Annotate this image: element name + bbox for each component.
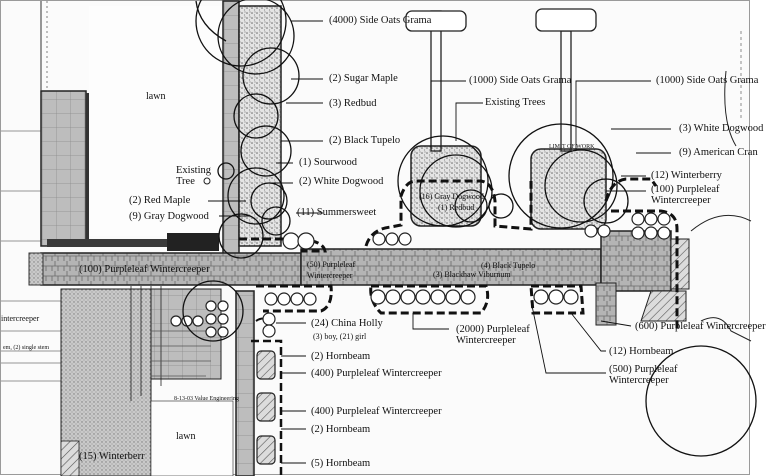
label-purpleleaf-400-a: (400) Purpleleaf Wintercreeper [311, 368, 442, 379]
label-blackhaw-viburnum: (3) Blackhaw Viburnum [433, 270, 511, 279]
label-purpleleaf-2000: (2000) Purpleleaf Wintercreeper [456, 324, 530, 346]
label-existing-trees: Existing Trees [485, 97, 546, 108]
label-side-oats-4000: (4000) Side Oats Grama [329, 15, 432, 26]
label-gray-dogwood-16: (16) Gray Dogwood [419, 192, 484, 201]
label-black-tupelo-4: (4) Black Tupelo [481, 261, 536, 270]
label-sugar-maple: (2) Sugar Maple [329, 73, 398, 84]
label-wintercreeper-left: intercreeper [1, 314, 40, 323]
label-american-cranberry: (9) American Cran [679, 147, 758, 158]
label-white-dogwood-2: (2) White Dogwood [299, 176, 384, 187]
label-summersweet: (11) Summersweet [297, 207, 377, 218]
label-limit-of-work: LIMIT OF WORK [549, 144, 595, 150]
label-black-tupelo-2: (2) Black Tupelo [329, 135, 401, 146]
label-china-holly-sub: (3) boy, (21) girl [313, 332, 367, 341]
label-hornbeam-5: (5) Hornbeam [311, 458, 371, 469]
label-red-maple: (2) Red Maple [129, 195, 191, 206]
label-existing-tree: Existing Tree [176, 165, 212, 187]
label-hornbeam-12: (12) Hornbeam [609, 346, 674, 357]
label-hornbeam-2a: (2) Hornbeam [311, 351, 371, 362]
label-purpleleaf-500: (500) Purpleleaf Wintercreeper [609, 364, 678, 386]
label-purpleleaf-600: (600) Purpleleaf Wintercreeper [635, 321, 766, 332]
label-purpleleaf-100-right: (100) Purpleleaf Wintercreeper [651, 184, 720, 206]
label-china-holly: (24) China Holly [311, 318, 383, 329]
label-winterberry-12: (12) Winterberry [651, 170, 722, 181]
label-lawn-bottom: lawn [176, 431, 196, 442]
label-white-dogwood-3: (3) White Dogwood [679, 123, 764, 134]
label-single-stem: em, (2) single stem [3, 345, 49, 351]
label-gray-dogwood-9: (9) Gray Dogwood [129, 211, 209, 222]
label-purpleleaf-50: (50) Purpleleaf Wintercreeper [307, 260, 356, 280]
label-winterberry-15: (15) Winterberr [79, 451, 145, 462]
label-hornbeam-2b: (2) Hornbeam [311, 424, 371, 435]
label-side-oats-1000-b: (1000) Side Oats Grama [656, 75, 759, 86]
label-value-engineering: 8-13-03 Value Engineering [174, 396, 239, 402]
label-purpleleaf-100-left: (100) Purpleleaf Wintercreeper [79, 264, 210, 275]
label-sourwood: (1) Sourwood [299, 157, 358, 168]
label-purpleleaf-400-b: (400) Purpleleaf Wintercreeper [311, 406, 442, 417]
label-redbud-1: (1) Redbud [438, 203, 475, 212]
label-redbud-3: (3) Redbud [329, 98, 377, 109]
label-side-oats-1000-a: (1000) Side Oats Grama [469, 75, 572, 86]
label-lawn-top: lawn [146, 91, 166, 102]
